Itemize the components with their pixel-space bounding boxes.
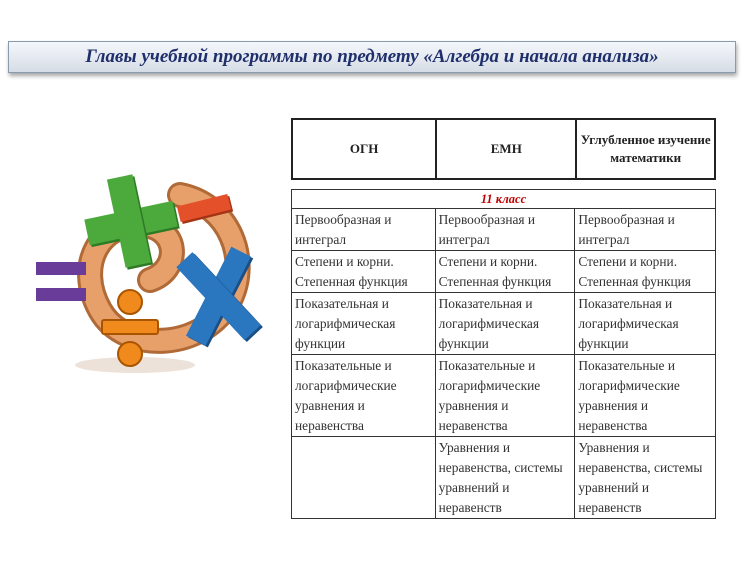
table-cell: Степени и корни. Степенная функция [434, 250, 576, 293]
table-cell: Степени и корни. Степенная функция [291, 250, 436, 293]
table-cell: Показательные и логарифмические уравнени… [434, 354, 576, 437]
table-row: Показательная и логарифмическая функции … [291, 292, 716, 355]
table-row: Показательные и логарифмические уравнени… [291, 354, 716, 437]
times-icon [176, 246, 263, 348]
table-cell: Показательная и логарифмическая функции [574, 292, 716, 355]
minus-icon [176, 193, 234, 225]
table-cell: Первообразная и интеграл [434, 208, 576, 251]
table-cell: Показательная и логарифмическая функции [434, 292, 576, 355]
table-cell: Показательные и логарифмические уравнени… [574, 354, 716, 437]
column-header-advanced: Углубленное изучение математики [575, 118, 716, 180]
table-cell: Показательные и логарифмические уравнени… [291, 354, 436, 437]
page-title: Главы учебной программы по предмету «Алг… [85, 46, 659, 67]
title-banner: Главы учебной программы по предмету «Алг… [8, 41, 736, 73]
stream-header-table: ОГН ЕМН Углубленное изучение математики [290, 118, 716, 180]
table-row: Степени и корни. Степенная функция Степе… [291, 250, 716, 293]
grade-label: 11 класс [291, 189, 716, 209]
table-cell [291, 436, 436, 519]
math-symbols-swirl-icon [36, 174, 263, 373]
table-row: Первообразная и интеграл Первообразная и… [291, 208, 716, 251]
table-cell: Показательная и логарифмическая функции [291, 292, 436, 355]
plus-icon [84, 174, 180, 270]
curriculum-table: 11 класс Первообразная и интеграл Первоо… [291, 189, 716, 519]
divide-icon [101, 289, 159, 367]
equals-icon [36, 262, 86, 301]
column-header-ogn: ОГН [290, 118, 438, 180]
column-header-emn: ЕМН [435, 118, 578, 180]
table-cell: Уравнения и неравенства, системы уравнен… [574, 436, 716, 519]
table-cell: Первообразная и интеграл [574, 208, 716, 251]
table-cell: Первообразная и интеграл [291, 208, 436, 251]
table-row: Уравнения и неравенства, системы уравнен… [291, 436, 716, 519]
table-cell: Степени и корни. Степенная функция [574, 250, 716, 293]
table-cell: Уравнения и неравенства, системы уравнен… [434, 436, 576, 519]
